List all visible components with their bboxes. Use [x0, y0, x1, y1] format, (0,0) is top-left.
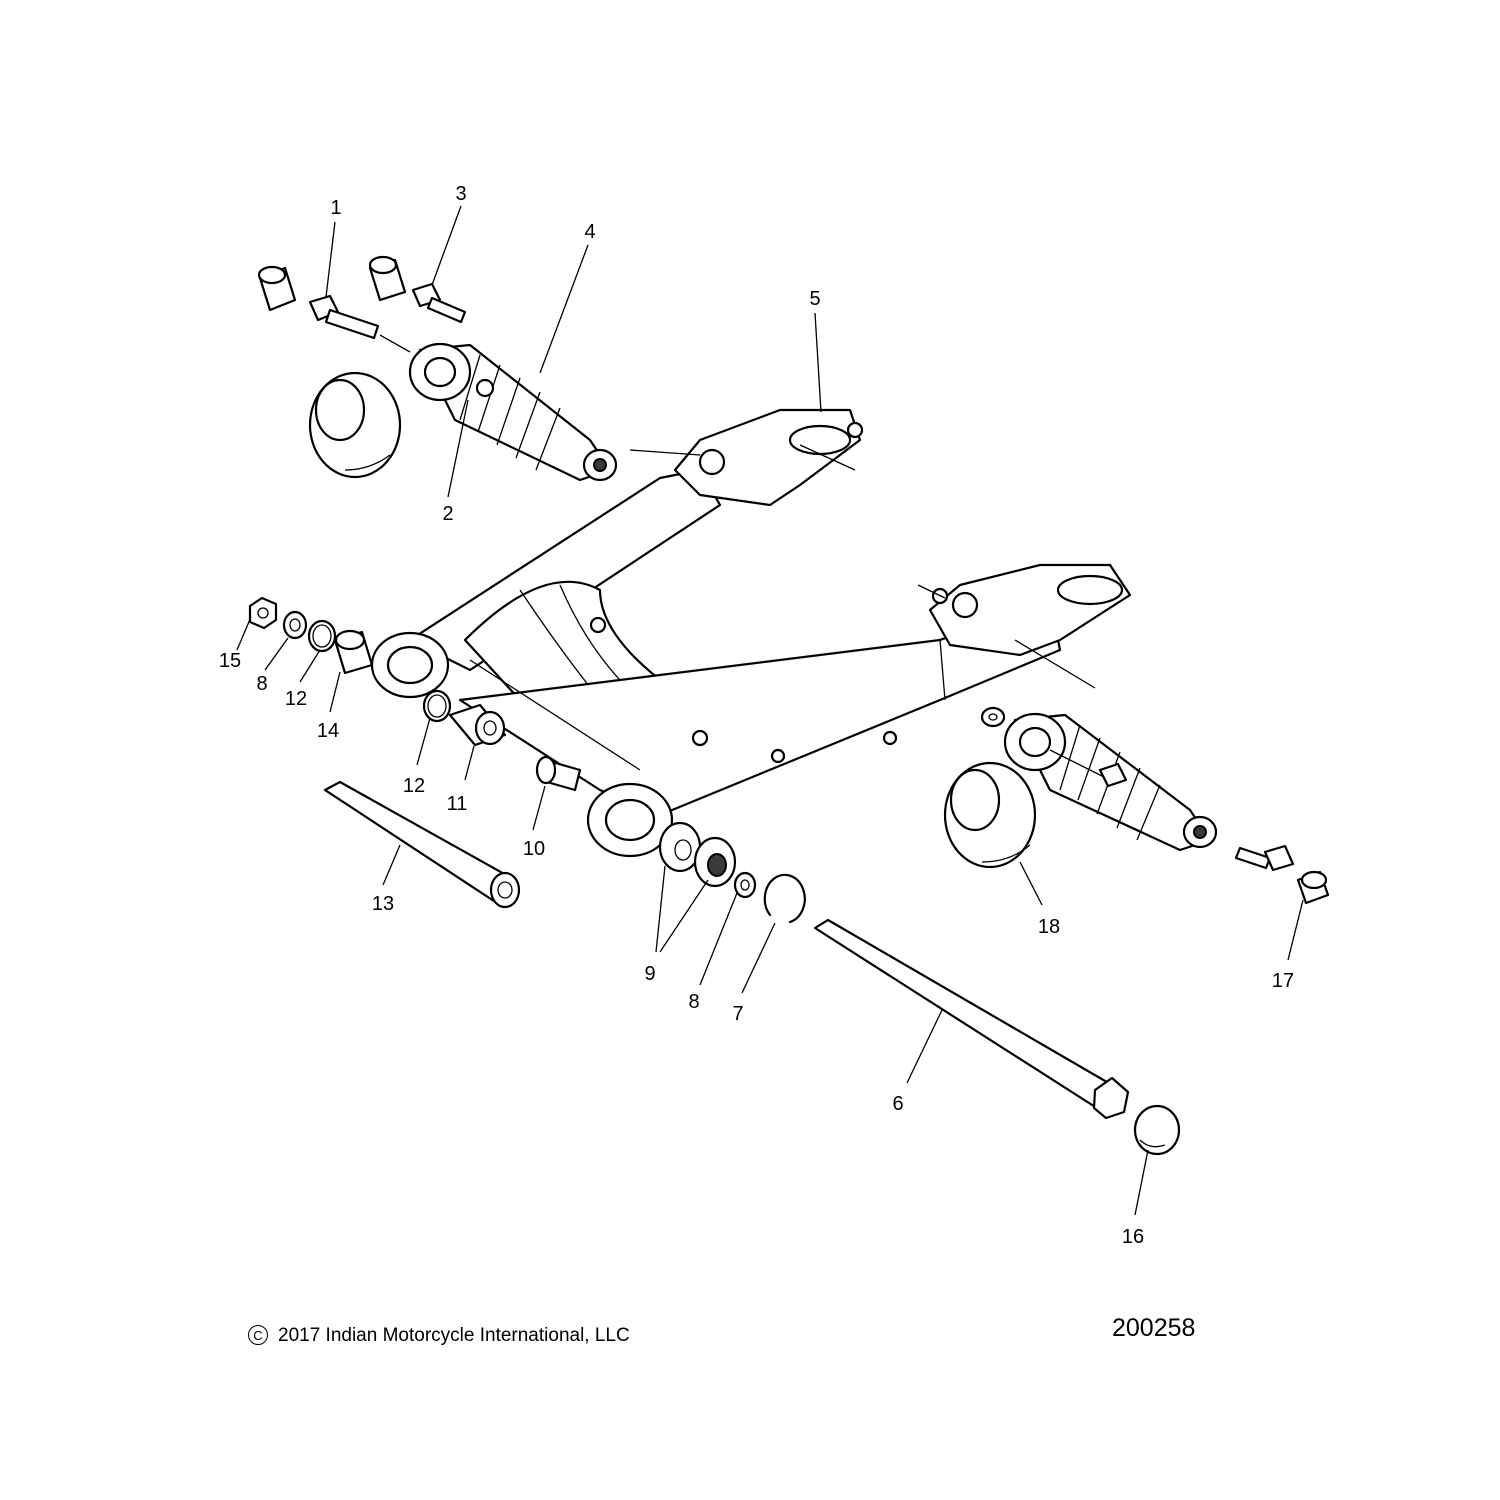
callout-5: 5: [809, 288, 820, 310]
copyright-icon: C: [248, 1325, 268, 1345]
lower-shock-bracket: [917, 563, 1132, 689]
pivot-hardware-right: [658, 821, 1181, 1156]
callout-8-left: 8: [256, 673, 267, 695]
callout-4: 4: [584, 221, 595, 243]
callout-12-right: 12: [403, 775, 425, 797]
copyright-text: 2017 Indian Motorcycle International, LL…: [278, 1325, 630, 1346]
callout-10: 10: [523, 838, 545, 860]
callout-15: 15: [219, 650, 241, 672]
callout-9: 9: [644, 963, 655, 985]
callout-1: 1: [330, 197, 341, 219]
callout-6: 6: [892, 1093, 903, 1115]
callout-numbers: 1 2 3 4 5 6 7 8 8 9 10 11 12 12 13 14 15…: [219, 183, 1294, 1248]
shock-washer: [980, 706, 1006, 728]
callout-14: 14: [317, 720, 339, 742]
callout-3: 3: [455, 183, 466, 205]
lower-shock-hardware: [1234, 844, 1330, 905]
callout-13: 13: [372, 893, 394, 915]
callout-11: 11: [447, 793, 468, 815]
callout-16: 16: [1122, 1226, 1144, 1248]
callout-2: 2: [442, 503, 453, 525]
callout-12-left: 12: [285, 688, 307, 710]
callout-8-right: 8: [688, 991, 699, 1013]
upper-shock-bracket: [629, 408, 864, 507]
copyright-notice: C 2017 Indian Motorcycle International, L…: [248, 1325, 630, 1347]
callout-17: 17: [1272, 970, 1294, 992]
upper-hardware: [257, 255, 467, 353]
callout-18: 18: [1038, 916, 1060, 938]
pivot-hardware-left: [248, 596, 582, 909]
upper-shock-boot: [308, 371, 402, 479]
lower-shock-absorber: [1003, 712, 1218, 852]
diagram-number: 200258: [1112, 1314, 1196, 1342]
shock-boot: [943, 761, 1037, 869]
callout-7: 7: [732, 1003, 743, 1025]
swingarm: [370, 468, 1062, 858]
upper-shock-absorber: [408, 342, 618, 482]
leader-lines: [236, 205, 1304, 1216]
